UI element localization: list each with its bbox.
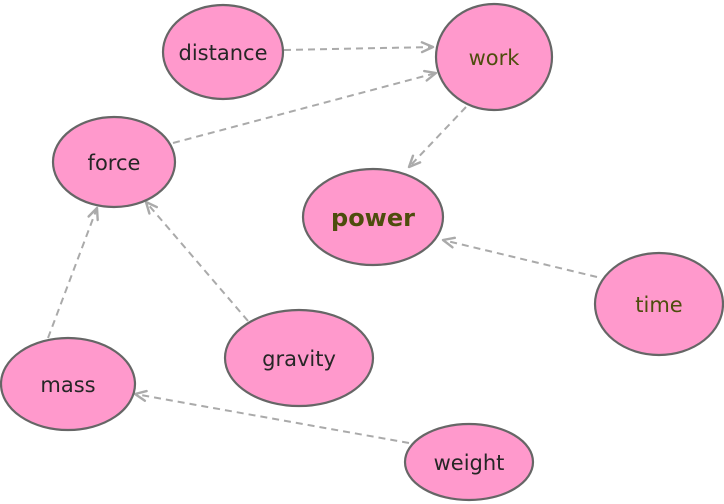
node-label-force: force <box>88 151 141 175</box>
arrowhead-icon <box>407 154 422 169</box>
arrowhead-icon <box>87 206 99 222</box>
edge-weight-mass <box>133 389 410 444</box>
edge-time-power <box>441 236 598 278</box>
edge-gravity-force <box>144 200 249 322</box>
node-label-power: power <box>331 204 415 232</box>
edge-distance-work <box>283 41 435 54</box>
edge-work-power <box>407 106 467 169</box>
node-label-work: work <box>469 46 521 70</box>
node-time[interactable]: time <box>593 251 724 357</box>
node-power[interactable]: power <box>301 167 445 267</box>
node-label-gravity: gravity <box>262 347 336 371</box>
node-shape-power[interactable] <box>301 167 445 267</box>
node-label-time: time <box>635 293 682 317</box>
arrowhead-icon <box>441 236 456 249</box>
node-weight[interactable]: weight <box>403 422 535 502</box>
node-shape-time[interactable] <box>593 251 724 357</box>
node-shape-mass[interactable] <box>0 336 137 432</box>
node-shape-distance[interactable] <box>161 3 285 101</box>
node-force[interactable]: force <box>51 115 177 209</box>
node-label-weight: weight <box>434 451 505 475</box>
arrowhead-icon <box>423 69 438 82</box>
edge-force-work <box>172 69 438 144</box>
edge-mass-force <box>47 206 99 339</box>
node-shape-weight[interactable] <box>403 422 535 502</box>
node-shape-work[interactable] <box>434 2 554 112</box>
node-distance[interactable]: distance <box>161 3 285 101</box>
node-label-distance: distance <box>179 41 268 65</box>
node-shape-force[interactable] <box>51 115 177 209</box>
arrowhead-icon <box>144 200 158 215</box>
node-shape-gravity[interactable] <box>223 308 375 408</box>
node-work[interactable]: work <box>434 2 554 112</box>
node-gravity[interactable]: gravity <box>223 308 375 408</box>
edges-layer <box>47 41 598 444</box>
node-mass[interactable]: mass <box>0 336 137 432</box>
arrowhead-icon <box>420 41 435 54</box>
node-label-mass: mass <box>40 373 95 397</box>
arrowhead-icon <box>133 389 148 402</box>
